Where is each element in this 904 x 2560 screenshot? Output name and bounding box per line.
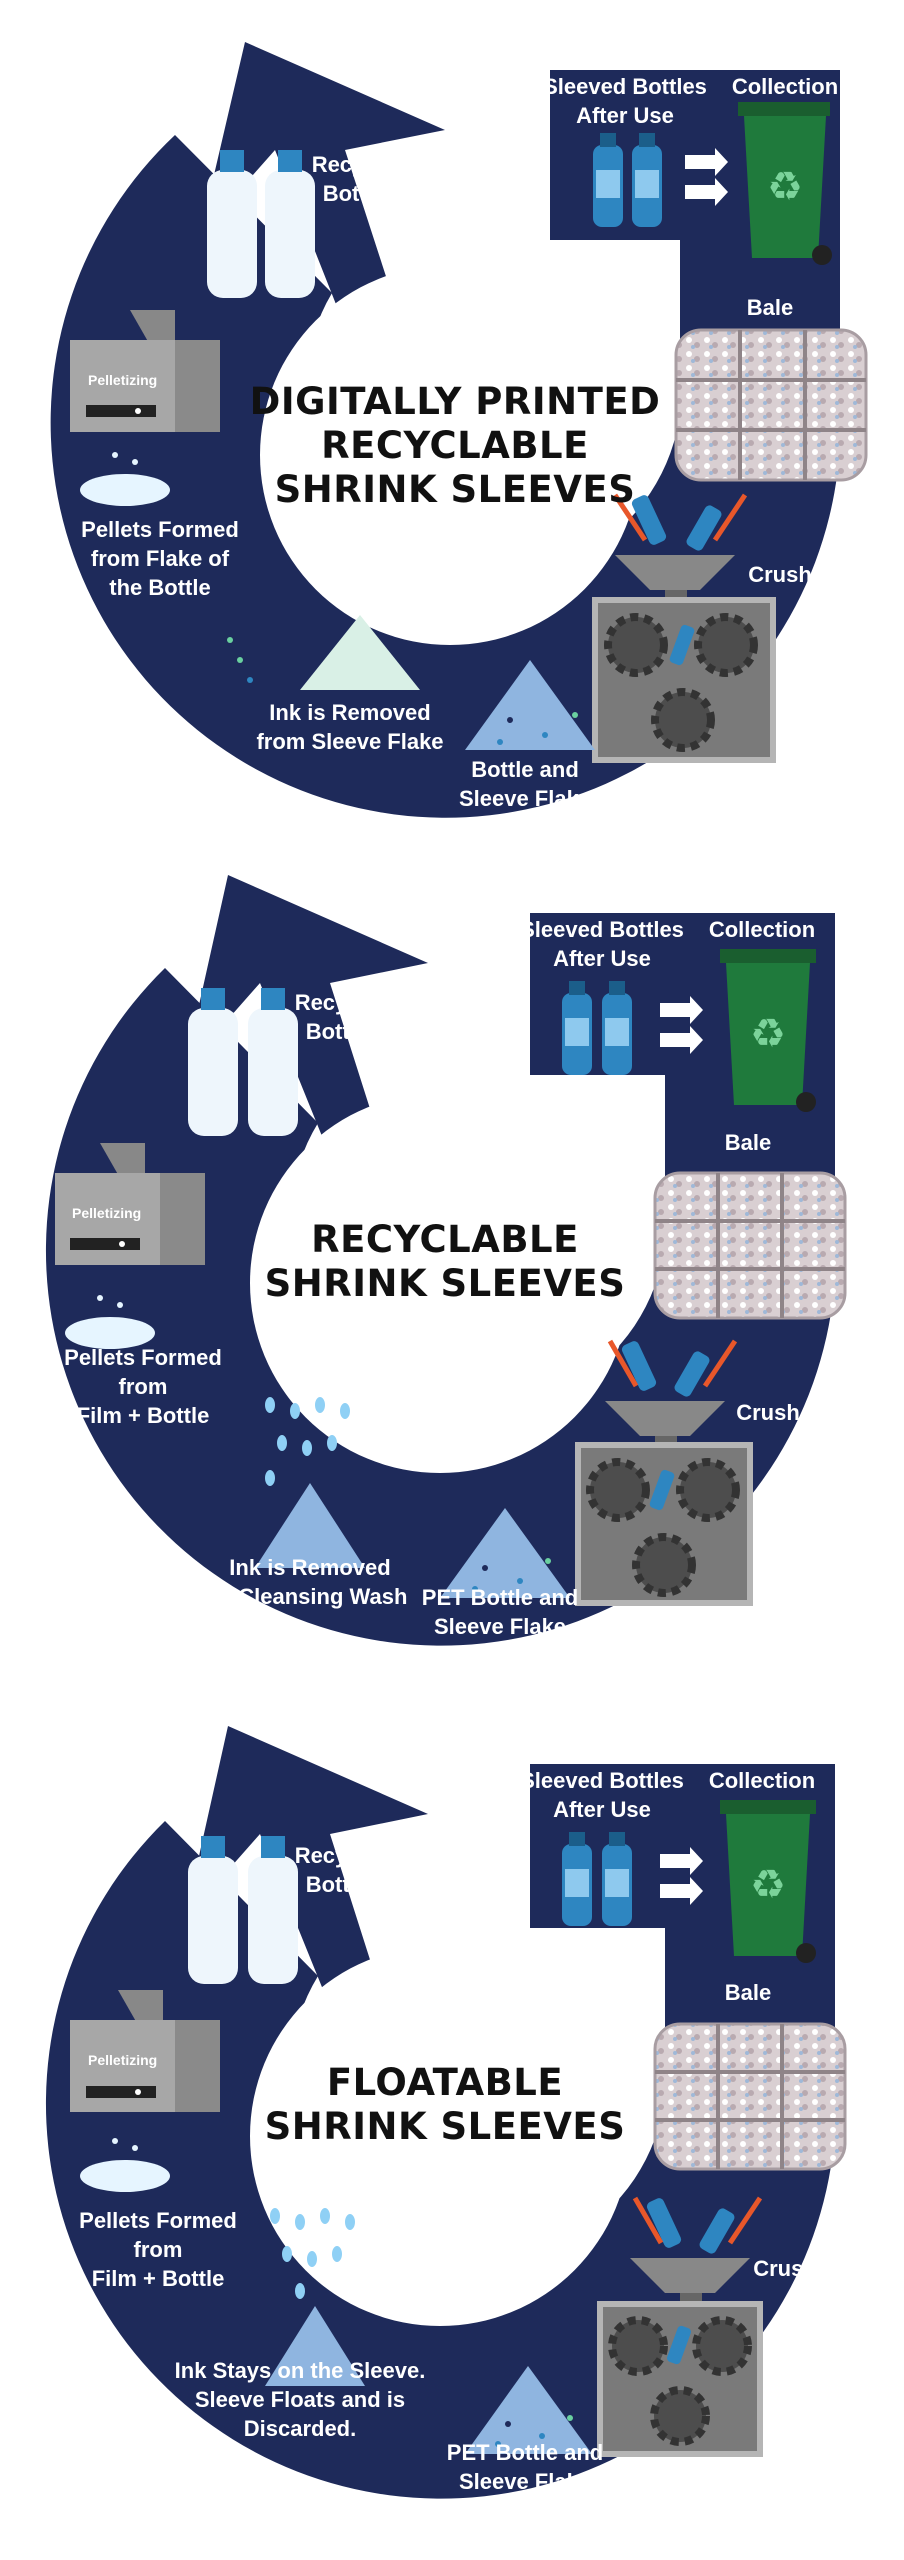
pellets-label: Pellets Formed from Flake of the Bottle (81, 517, 239, 600)
pellet-pile (65, 1295, 155, 1349)
ink-label: Ink is Removed from Sleeve Flake (256, 700, 444, 754)
sleeved-bottles-label: Sleeved Bottles After Use (520, 917, 684, 971)
panel-title: DIGITALLY PRINTED RECYCLABLE SHRINK SLEE… (249, 380, 661, 511)
svg-text:♻: ♻ (767, 164, 803, 210)
gear-icon (651, 688, 715, 752)
flake-pile-icon (465, 660, 595, 750)
gear-icon (676, 1458, 740, 1522)
bale-icon (674, 328, 868, 482)
arrow-icon (660, 1847, 703, 1905)
svg-text:♻: ♻ (750, 1862, 786, 1908)
panel-title: RECYCLABLE SHRINK SLEEVES (264, 1218, 626, 1305)
arrow-icon (685, 148, 728, 206)
panel-title: FLOATABLE SHRINK SLEEVES (264, 2061, 626, 2148)
bale-icon (653, 2022, 847, 2171)
bottle-icon (562, 1832, 632, 1926)
bale-label: Bale (724, 1980, 772, 2005)
hopper-icon (605, 1339, 738, 1450)
arrow-icon (660, 996, 703, 1054)
pelletizing-label: Pelletizing (88, 2052, 158, 2068)
panel-1: ♻ (0, 0, 904, 853)
collection-label: Collection (731, 74, 839, 99)
bale-icon (653, 1171, 847, 1320)
bottle-icon (562, 981, 632, 1075)
bottle-icon (593, 133, 662, 227)
cycle-diagram: ♻ (50, 42, 868, 818)
pellet-pile (80, 2138, 170, 2192)
ink-label: Ink Stays on the Sleeve. Sleeve Floats a… (174, 2358, 426, 2441)
crush-label: Crush (748, 562, 812, 587)
water-drop-icon (270, 2208, 355, 2299)
collection-label: Collection (708, 917, 816, 942)
crush-label: Crush (736, 1400, 800, 1425)
panel-3: ♻ (0, 1706, 904, 2559)
flake-label: Bottle and Sleeve Flake (458, 757, 592, 811)
recycle-bin-icon: ♻ (720, 949, 816, 1112)
hopper-icon (630, 2196, 763, 2307)
recycle-bin-icon: ♻ (738, 102, 832, 265)
pellets-label: Pellets Formed from Film + Bottle (64, 1345, 222, 1428)
gear-icon (650, 2386, 710, 2446)
gear-icon (608, 2316, 668, 2376)
collection-label: Collection (708, 1768, 816, 1793)
flake-pile-icon (440, 1508, 570, 1598)
flake-pile-icon (227, 615, 420, 690)
recycle-bin-icon: ♻ (720, 1800, 816, 1963)
cycle-diagram: ♻ (45, 1726, 847, 2499)
sleeved-bottles-label: Sleeved Bottles After Use (543, 74, 707, 128)
recycled-bottles-label: Recycled Bottles (311, 152, 409, 206)
bale-label: Bale (724, 1130, 772, 1155)
pelletizing-label: Pelletizing (88, 372, 158, 388)
pelletizing-label: Pelletizing (72, 1205, 142, 1221)
pelletizer-icon (70, 1990, 220, 2112)
gear-icon (604, 613, 668, 677)
ink-label: Ink is Removed in Cleansing Wash (212, 1555, 408, 1609)
panel-2: ♻ (0, 853, 904, 1706)
pelletizer-icon (70, 310, 220, 432)
gear-icon (632, 1533, 696, 1597)
cycle-diagram: ♻ (45, 875, 847, 1646)
bale-label: Bale (746, 295, 794, 320)
recycled-bottles-label: Recycled Bottles (294, 1843, 392, 1897)
gear-icon (692, 2316, 752, 2376)
crush-label: Crush (753, 2256, 817, 2281)
svg-text:♻: ♻ (750, 1011, 786, 1057)
pellets-label: Pellets Formed from Film + Bottle (79, 2208, 237, 2291)
flake-pile-icon (465, 2366, 592, 2454)
water-drop-icon (265, 1397, 350, 1486)
clear-bottle-icon (188, 988, 298, 1136)
gear-icon (586, 1458, 650, 1522)
pelletizer-icon (55, 1143, 205, 1265)
crusher-icon (575, 1442, 753, 1606)
crusher-icon (592, 597, 776, 763)
flake-label: PET Bottle and Sleeve Flake (421, 1585, 579, 1639)
clear-bottle-icon (207, 150, 315, 298)
crusher-icon (597, 2301, 763, 2457)
pellet-pile (80, 452, 170, 506)
gear-icon (694, 613, 758, 677)
sleeved-bottles-label: Sleeved Bottles After Use (520, 1768, 684, 1822)
flake-pile-icon (265, 2306, 365, 2386)
clear-bottle-icon (188, 1836, 298, 1984)
recycled-bottles-label: Recycled Bottles (294, 990, 392, 1044)
flake-label: PET Bottle and Sleeve Flake (446, 2440, 604, 2494)
flake-pile-icon (255, 1483, 365, 1568)
